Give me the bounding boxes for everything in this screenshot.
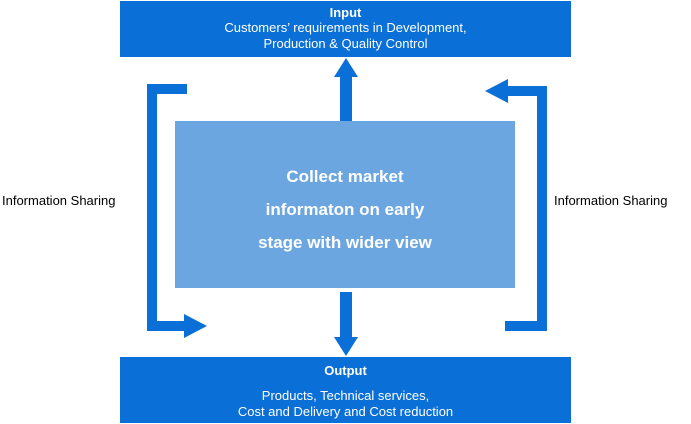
center-line-3: stage with wider view (258, 233, 432, 252)
center-line-2: informaton on early (265, 200, 425, 219)
output-box: Output Products, Technical services, Cos… (120, 357, 571, 423)
arrow-down-to-output (334, 292, 358, 356)
left-bracket-arrow (147, 84, 207, 338)
output-title: Output (324, 363, 367, 378)
left-information-sharing-label: Information Sharing (2, 193, 116, 208)
right-information-sharing-label: Information Sharing (554, 193, 668, 208)
input-title: Input (329, 5, 362, 20)
input-box: Input Customers’ requirements in Develop… (120, 1, 571, 57)
input-line-1: Customers’ requirements in Development, (224, 20, 467, 35)
output-line-1: Products, Technical services, (261, 388, 430, 403)
input-line-2: Production & Quality Control (263, 36, 428, 51)
center-process-box: Collect market informaton on early stage… (175, 121, 515, 288)
arrow-up-to-input (334, 58, 358, 121)
center-line-1: Collect market (286, 167, 404, 186)
right-bracket-arrow (485, 79, 547, 331)
output-line-2: Cost and Delivery and Cost reduction (237, 404, 454, 419)
